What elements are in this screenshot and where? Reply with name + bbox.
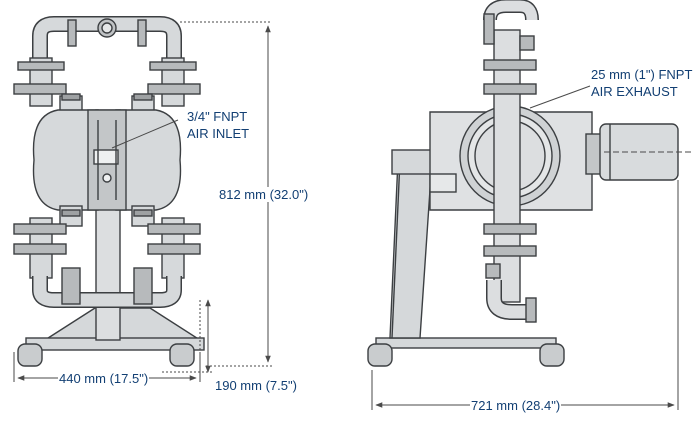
air-inlet-callout: 3/4" FNPT AIR INLET — [186, 108, 250, 142]
air-inlet-line2: AIR INLET — [187, 126, 250, 141]
front-diaphragm-chambers — [32, 109, 182, 211]
front-view — [13, 16, 205, 367]
front-width-dimension-label: 440 mm (17.5") — [58, 371, 150, 386]
side-base — [367, 337, 565, 367]
front-lower-elbows — [13, 205, 201, 279]
height-dimension-label: 812 mm (32.0") — [218, 187, 310, 202]
air-exhaust-line1: 25 mm (1") FNPT — [591, 67, 693, 82]
side-width-dimension-label: 721 mm (28.4") — [470, 398, 562, 413]
front-upper-elbows — [13, 57, 201, 117]
air-inlet-line1: 3/4" FNPT — [187, 109, 248, 124]
front-top-manifold — [32, 16, 182, 60]
side-support-column — [389, 149, 453, 339]
side-manifold-pipe — [483, 0, 539, 323]
air-exhaust-line2: AIR EXHAUST — [591, 84, 678, 99]
side-exhaust-muffler — [585, 123, 679, 181]
side-view — [367, 0, 679, 367]
front-bottom-manifold — [32, 267, 182, 308]
depth-dimension-label: 190 mm (7.5") — [214, 378, 298, 393]
air-exhaust-callout: 25 mm (1") FNPT AIR EXHAUST — [590, 66, 693, 100]
